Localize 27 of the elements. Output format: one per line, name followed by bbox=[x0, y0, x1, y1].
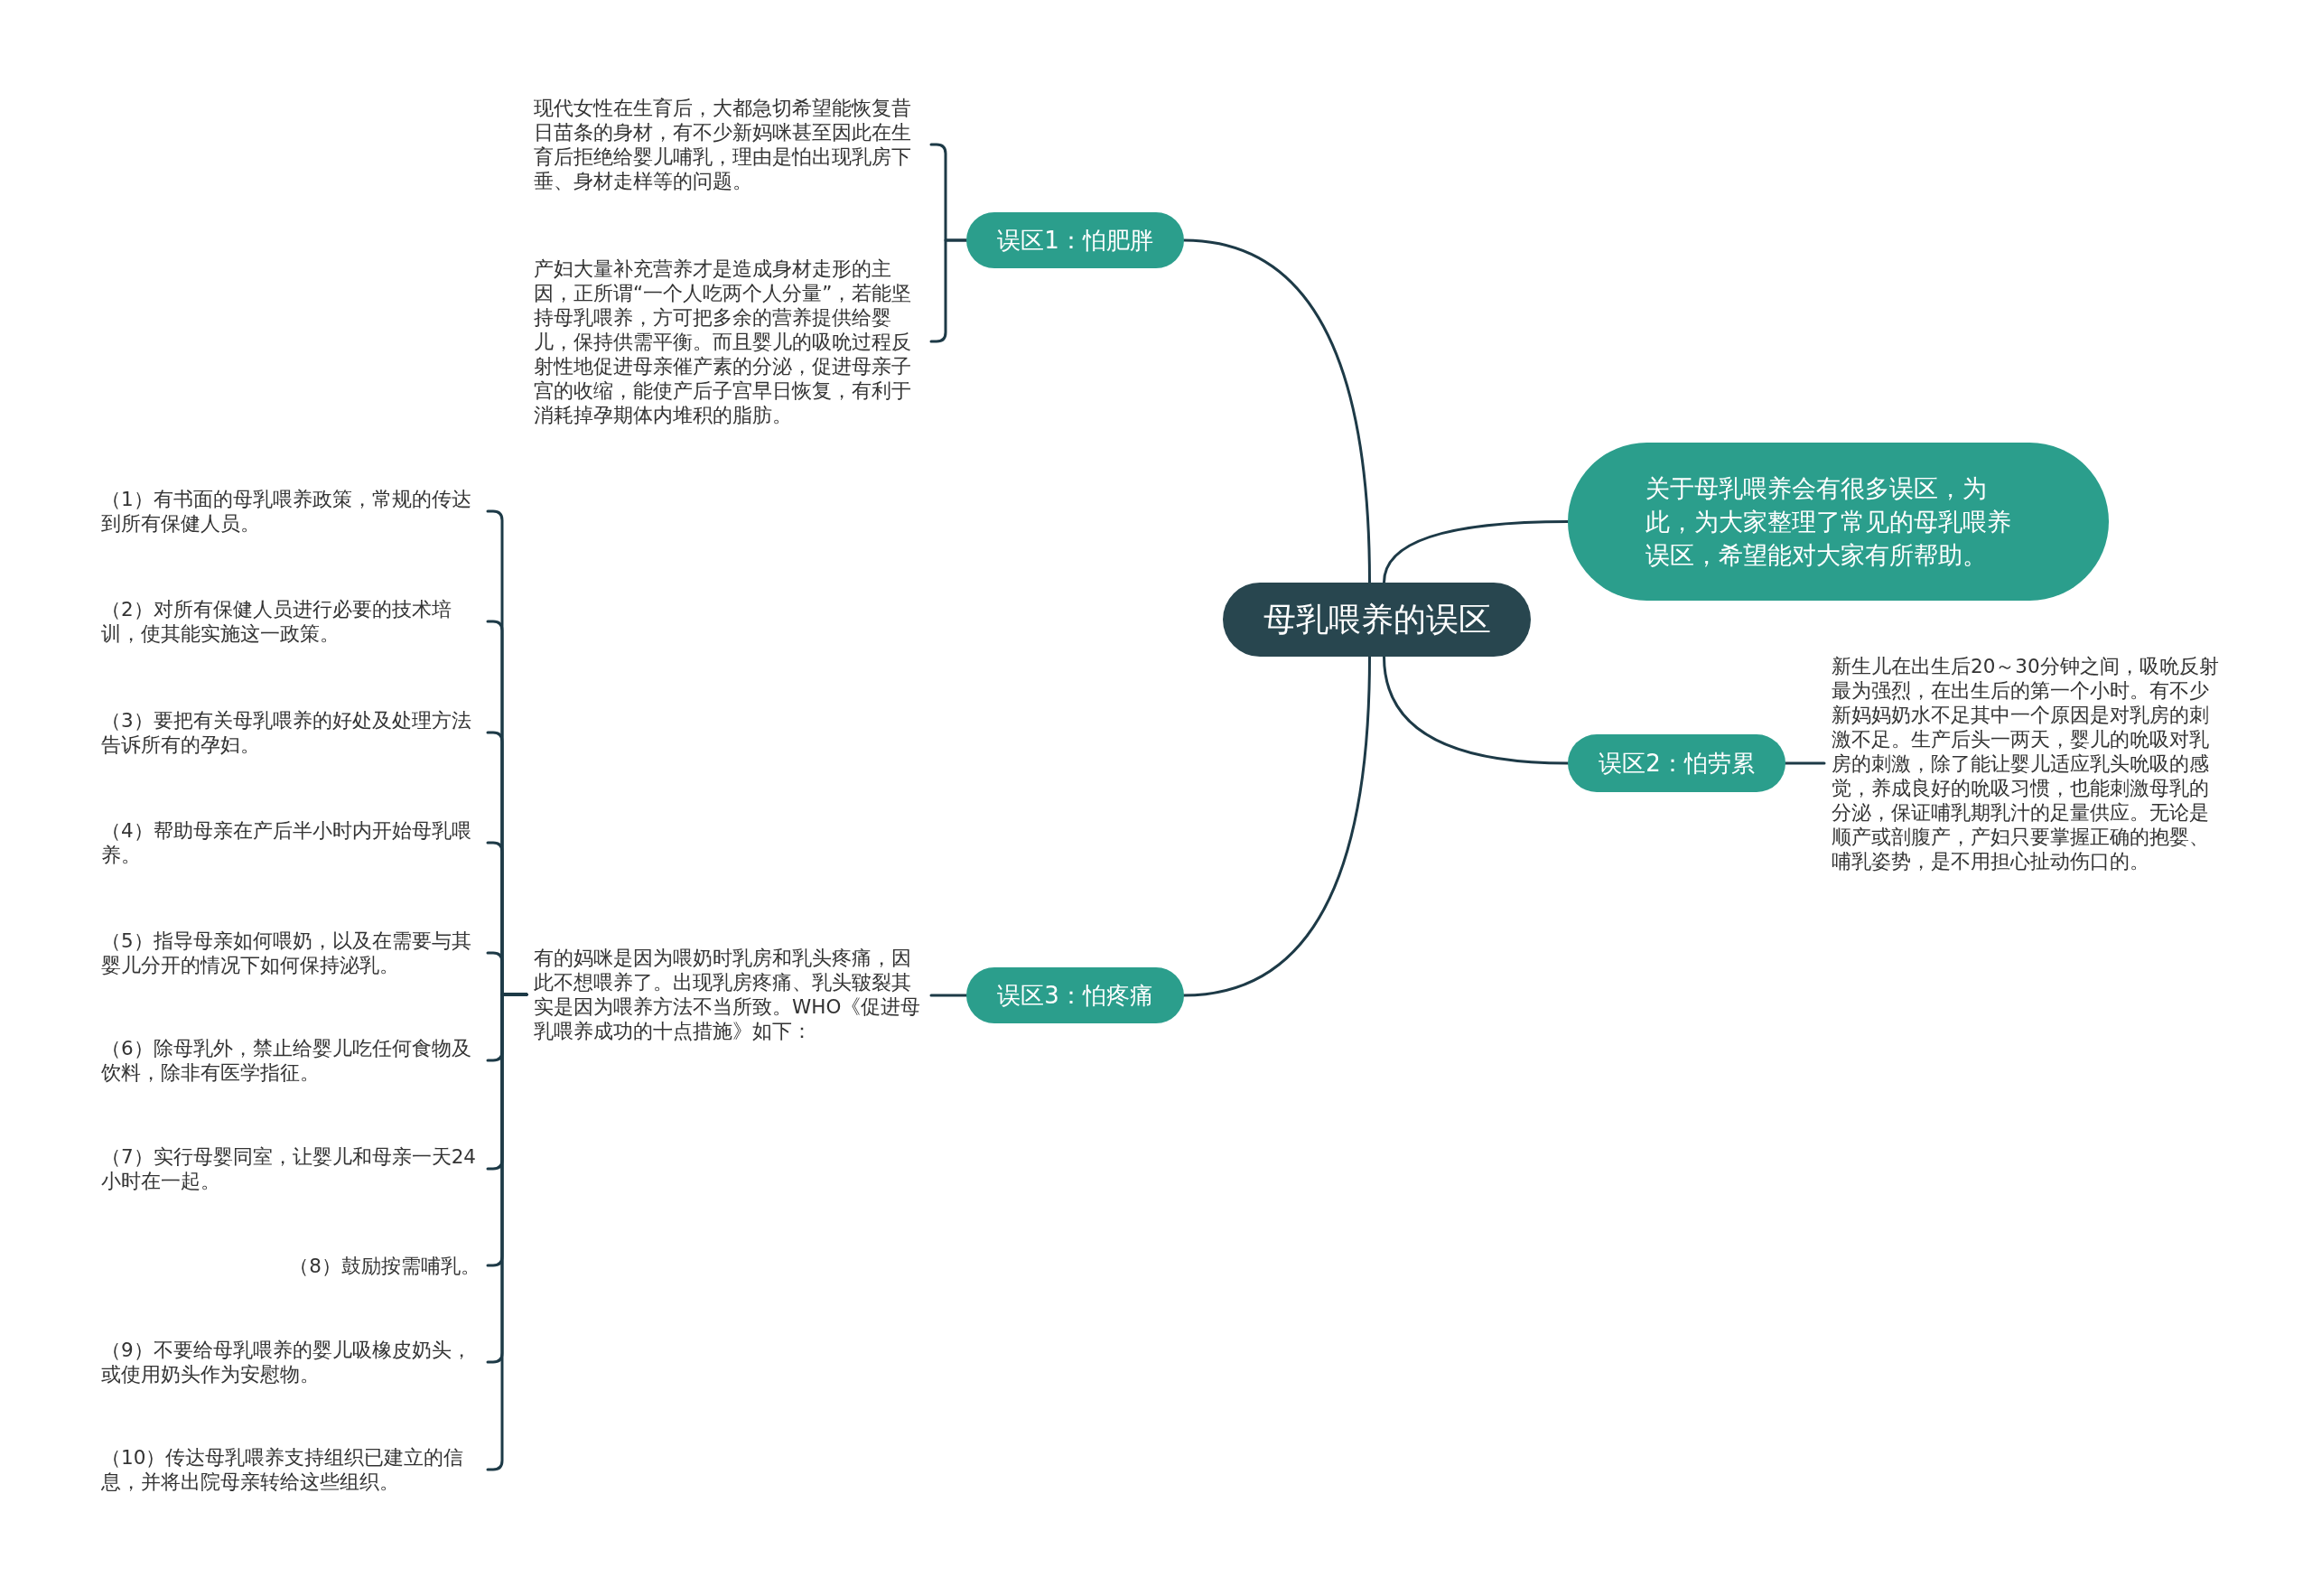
curved-connector bbox=[1383, 655, 1570, 765]
connector-line bbox=[929, 994, 968, 997]
note-text: 新生儿在出生后20～30分钟之间，吸吮反射最为强烈，在出生后的第一个小时。有不少新妈妈奶水不足其中一个原因是对乳房的刺激不足。生产后头一两天，婴儿的吮吸对乳房的刺激，除了能让婴儿适应乳头吮吸的感觉，养成良好的吮吸习惯，也能刺激母乳的分泌，保证哺乳期乳汁的足量供应。无论是顺产或剖腹产，产妇只要掌握正确的抱婴、哺乳姿势，是不用担心扯动伤口的。 bbox=[1824, 653, 2231, 873]
list-item-text: （6）除母乳外，禁止给婴儿吃任何食物及饮料，除非有医学指征。 bbox=[94, 1036, 488, 1085]
summary-pill: 关于母乳喂养会有很多误区，为此，为大家整理了常见的母乳喂养误区，希望能对大家有所帮助。 bbox=[1568, 443, 2109, 601]
curved-connector bbox=[1182, 238, 1371, 584]
list-item-text: （10）传达母乳喂养支持组织已建立的信息，并将出院母亲转给这些组织。 bbox=[94, 1445, 488, 1494]
bracket-connector bbox=[486, 993, 528, 1471]
note-text: 产妇大量补充营养才是造成身材走形的主因，正所谓“一个人吃两个人分量”，若能坚持母乳喂养，方可把多余的营养提供给婴儿，保持供需平衡。而且婴儿的吸吮过程反射性地促进母亲催产素的分泌，促进母亲子宫的收缩，能使产后子宫早日恢复，有利于消耗掉孕期体内堆积的脂肪。 bbox=[527, 256, 931, 427]
list-item-text: （5）指导母亲如何喂奶，以及在需要与其婴儿分开的情况下如何保持泌乳。 bbox=[94, 929, 488, 977]
list-item-text: （3）要把有关母乳喂养的好处及处理方法告诉所有的孕妇。 bbox=[94, 708, 488, 757]
note-text: 现代女性在生育后，大都急切希望能恢复昔日苗条的身材，有不少新妈咪甚至因此在生育后拒绝给婴儿哺乳，理由是怕出现乳房下垂、身材走样等的问题。 bbox=[527, 96, 931, 193]
bracket-connector bbox=[929, 238, 968, 343]
branch-pill: 误区1：怕肥胖 bbox=[966, 212, 1184, 268]
connector-line bbox=[1784, 761, 1826, 765]
curved-connector bbox=[1383, 520, 1570, 584]
list-item-text: （7）实行母婴同室，让婴儿和母亲一天24小时在一起。 bbox=[94, 1144, 488, 1193]
note-text: 有的妈咪是因为喂奶时乳房和乳头疼痛，因此不想喂养了。出现乳房疼痛、乳头皲裂其实是因为喂养方法不当所致。WHO《促进母乳喂养成功的十点措施》如下： bbox=[527, 946, 931, 1043]
curved-connector bbox=[1182, 655, 1371, 997]
list-item-text: （4）帮助母亲在产后半小时内开始母乳喂养。 bbox=[94, 818, 488, 867]
branch-pill: 误区3：怕疼痛 bbox=[966, 967, 1184, 1023]
list-item-text: （9）不要给母乳喂养的婴儿吸橡皮奶头，或使用奶头作为安慰物。 bbox=[94, 1338, 488, 1386]
list-item-text: （8）鼓励按需哺乳。 bbox=[282, 1253, 488, 1278]
list-item-text: （2）对所有保健人员进行必要的技术培训，使其能实施这一政策。 bbox=[94, 597, 488, 646]
topic-pill: 母乳喂养的误区 bbox=[1223, 583, 1531, 657]
branch-pill: 误区2：怕劳累 bbox=[1568, 734, 1785, 792]
list-item-text: （1）有书面的母乳喂养政策，常规的传达到所有保健人员。 bbox=[94, 487, 488, 536]
